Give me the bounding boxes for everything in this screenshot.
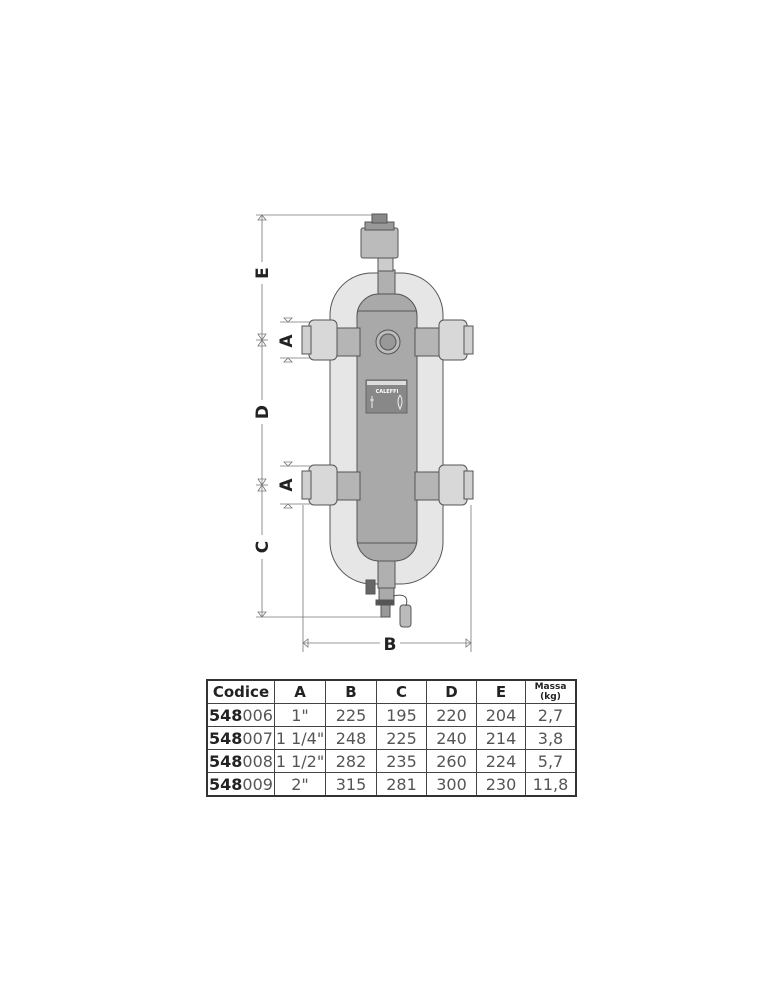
cell-e: 230 [476, 772, 526, 797]
cell-d: 300 [426, 772, 477, 797]
cell-a: 2" [274, 772, 326, 797]
drain-valve [365, 579, 412, 628]
dimension-label-e: E [253, 267, 273, 279]
upper-connections [301, 319, 474, 361]
cell-b: 225 [325, 703, 377, 727]
cell-code: 548007 [206, 726, 275, 750]
cell-b: 315 [325, 772, 377, 797]
table-row: 548009 2" 315 281 300 230 11,8 [206, 772, 577, 797]
cell-a: 1" [274, 703, 326, 727]
table-header-row: Codice A B C D E Massa (kg) [206, 679, 577, 704]
dimensions-table: Codice A B C D E Massa (kg) 548006 1" 22… [206, 679, 577, 797]
cell-e: 204 [476, 703, 526, 727]
vessel-body [356, 293, 418, 562]
cell-code: 548008 [206, 749, 275, 773]
cell-e: 224 [476, 749, 526, 773]
cell-code: 548009 [206, 772, 275, 797]
dimension-label-c: C [253, 541, 273, 553]
cell-b: 282 [325, 749, 377, 773]
cell-d: 240 [426, 726, 477, 750]
cell-mass: 2,7 [525, 703, 577, 727]
dimension-label-d: D [253, 405, 273, 419]
cell-c: 225 [376, 726, 427, 750]
cell-code: 548006 [206, 703, 275, 727]
cell-b: 248 [325, 726, 377, 750]
hydraulic-separator-diagram: E D C A A B [253, 213, 474, 655]
dimension-lines [256, 214, 472, 652]
caleffi-plate-logo: CALEFFI [365, 379, 408, 414]
cell-c: 195 [376, 703, 427, 727]
header-a: A [274, 679, 326, 704]
cell-mass: 3,8 [525, 726, 577, 750]
cell-c: 281 [376, 772, 427, 797]
svg-text:CALEFFI: CALEFFI [376, 389, 399, 395]
cell-d: 220 [426, 703, 477, 727]
table-row: 548008 1 1/2" 282 235 260 224 5,7 [206, 749, 577, 773]
lower-connections [301, 464, 474, 506]
cell-a: 1 1/2" [274, 749, 326, 773]
air-vent [360, 213, 399, 272]
dimension-label-a-upper: A [277, 334, 297, 348]
header-b: B [325, 679, 377, 704]
header-codice: Codice [206, 679, 275, 704]
cell-a: 1 1/4" [274, 726, 326, 750]
cell-e: 214 [476, 726, 526, 750]
cell-mass: 5,7 [525, 749, 577, 773]
header-massa: Massa (kg) [525, 679, 577, 704]
dimension-label-b: B [384, 635, 397, 655]
header-e: E [476, 679, 526, 704]
cell-d: 260 [426, 749, 477, 773]
table-row: 548007 1 1/4" 248 225 240 214 3,8 [206, 726, 577, 750]
cell-c: 235 [376, 749, 427, 773]
header-d: D [426, 679, 477, 704]
cell-mass: 11,8 [525, 772, 577, 797]
header-c: C [376, 679, 427, 704]
dimension-label-a-lower: A [277, 478, 297, 492]
table-row: 548006 1" 225 195 220 204 2,7 [206, 703, 577, 727]
